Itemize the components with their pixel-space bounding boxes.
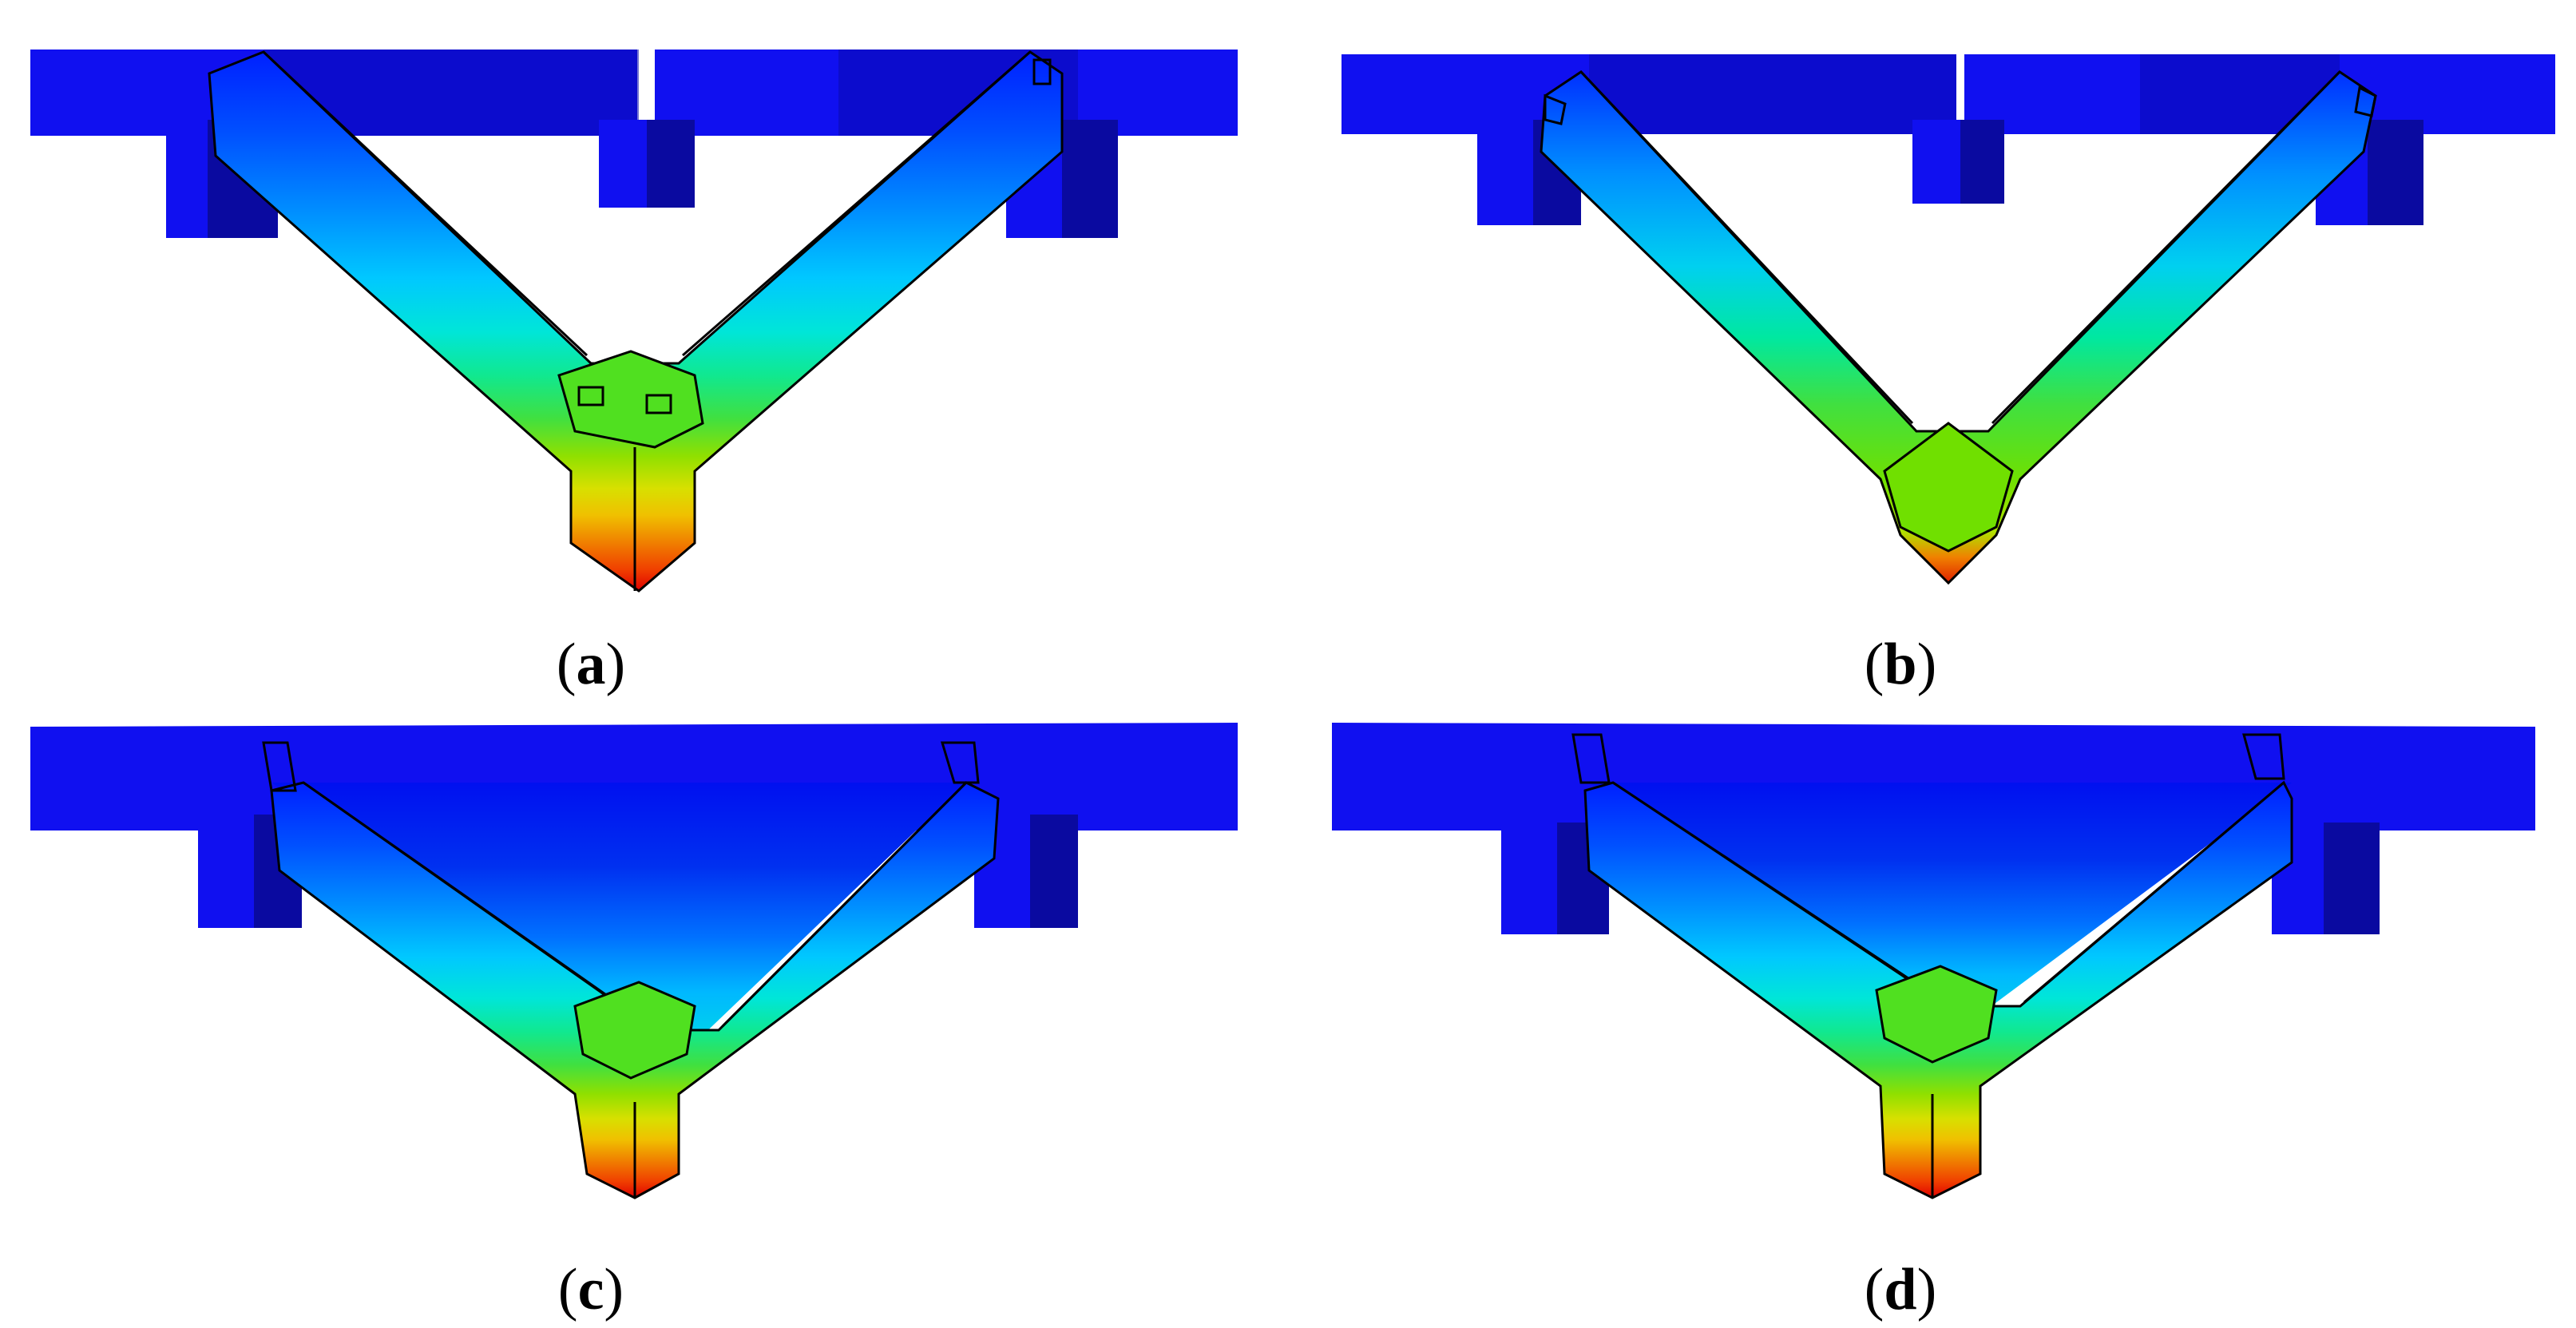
panel-d: [1332, 723, 2535, 1199]
panel-a: [30, 50, 1238, 593]
caption-d: (d): [1864, 1257, 1937, 1322]
caption-b: (b): [1864, 632, 1937, 697]
caption-c: (c): [557, 1257, 624, 1322]
panel-b: [1342, 54, 2555, 585]
caption-a: (a): [556, 632, 626, 697]
panel-c: [30, 723, 1238, 1199]
